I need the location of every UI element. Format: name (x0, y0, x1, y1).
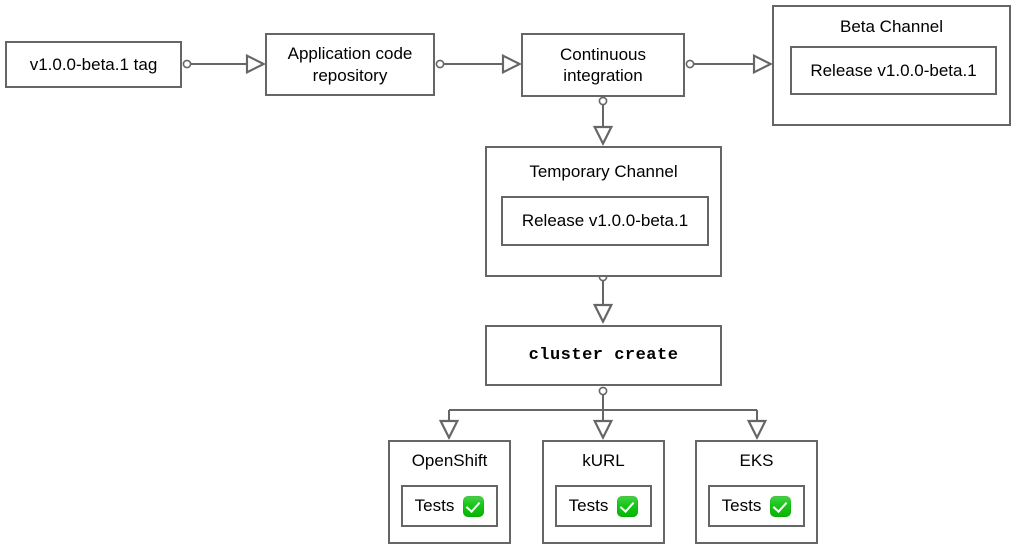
group-platform-kurl[interactable]: kURL Tests (542, 440, 665, 544)
node-version-tag-label: v1.0.0-beta.1 tag (29, 54, 158, 74)
node-temporary-channel-release[interactable]: Release v1.0.0-beta.1 (501, 196, 709, 246)
group-beta-channel-title: Beta Channel (839, 17, 944, 36)
group-platform-eks-title: EKS (739, 451, 774, 470)
node-eks-tests-label: Tests (721, 496, 762, 516)
group-platform-eks[interactable]: EKS Tests (695, 440, 818, 544)
node-cluster-create-label: cluster create (528, 345, 679, 365)
group-platform-openshift[interactable]: OpenShift Tests (388, 440, 511, 544)
node-eks-tests[interactable]: Tests (708, 485, 805, 527)
node-temporary-channel-release-label: Release v1.0.0-beta.1 (521, 211, 689, 231)
node-beta-channel-release-label: Release v1.0.0-beta.1 (810, 60, 977, 80)
white-check-mark-icon (617, 495, 639, 517)
node-application-code-repository-label: Application code repository (287, 44, 413, 85)
node-openshift-tests[interactable]: Tests (401, 485, 498, 527)
group-beta-channel[interactable]: Beta Channel Release v1.0.0-beta.1 (772, 5, 1011, 126)
node-cluster-create[interactable]: cluster create (485, 325, 722, 386)
white-check-mark-icon (770, 495, 792, 517)
node-version-tag[interactable]: v1.0.0-beta.1 tag (5, 41, 182, 88)
white-check-mark-icon (463, 495, 485, 517)
group-temporary-channel-title: Temporary Channel (529, 162, 678, 181)
node-openshift-tests-label: Tests (414, 496, 455, 516)
node-continuous-integration[interactable]: Continuous integration (521, 33, 685, 97)
node-beta-channel-release[interactable]: Release v1.0.0-beta.1 (790, 46, 997, 95)
node-kurl-tests[interactable]: Tests (555, 485, 652, 527)
group-platform-kurl-title: kURL (582, 451, 625, 470)
node-continuous-integration-label: Continuous integration (559, 44, 646, 85)
group-platform-openshift-title: OpenShift (411, 451, 488, 470)
node-kurl-tests-label: Tests (568, 496, 609, 516)
group-temporary-channel[interactable]: Temporary Channel Release v1.0.0-beta.1 (485, 146, 722, 277)
node-application-code-repository[interactable]: Application code repository (265, 33, 435, 96)
